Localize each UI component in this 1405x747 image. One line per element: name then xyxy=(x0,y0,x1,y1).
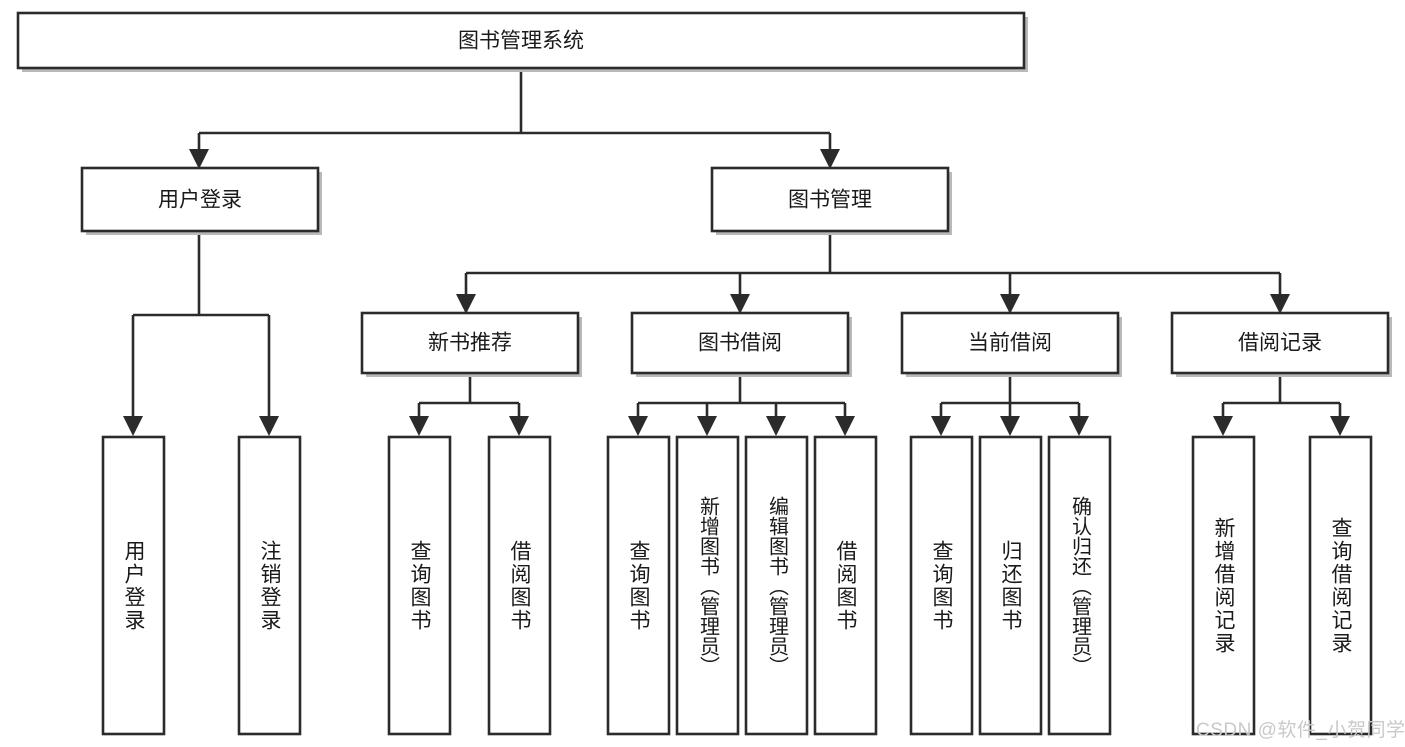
arrowhead-bookmgmt xyxy=(820,149,840,169)
leaf-label-wrap-book-borrow-3: 编辑图书（管理员） xyxy=(746,437,807,734)
current-borrow-box xyxy=(900,311,1120,375)
arrowhead-newbook xyxy=(456,294,476,314)
leaf-label-wrap-book-borrow-4: 借阅图书 xyxy=(815,437,876,734)
leaf-box-user-login-2[interactable] xyxy=(237,435,302,736)
leaf-box-new-book-1[interactable] xyxy=(387,435,452,736)
leaf-label-borrow-record-1: 新增借阅记录 xyxy=(1212,516,1235,655)
leaf-label-current-borrow-1: 查询图书 xyxy=(930,539,953,632)
arrowhead-leaf-user-login-1 xyxy=(123,416,143,436)
leaf-box-current-borrow-3[interactable] xyxy=(1047,435,1112,736)
node-book-borrow[interactable]: 图书借阅 xyxy=(630,311,852,377)
leaf-label-new-book-2: 借阅图书 xyxy=(508,539,531,632)
edge-layer xyxy=(123,70,1350,436)
node-book-management[interactable]: 图书管理 xyxy=(710,166,952,235)
arrowhead-leaf-bookborrow-1 xyxy=(628,416,648,436)
node-root[interactable]: 图书管理系统 xyxy=(16,11,1028,72)
arrowhead-leaf-currentborrow-2 xyxy=(1000,416,1020,436)
arrowhead-leaf-user-login-2 xyxy=(259,416,279,436)
root-box xyxy=(16,11,1026,70)
arrowhead-leaf-currentborrow-1 xyxy=(931,416,951,436)
arrowhead-leaf-borrowrecord-1 xyxy=(1213,416,1233,436)
leaf-label-wrap-user-login-1: 用户登录 xyxy=(103,437,164,734)
arrowhead-leaf-borrowrecord-2 xyxy=(1330,416,1350,436)
node-new-book-recommend[interactable]: 新书推荐 xyxy=(360,311,582,377)
arrowhead-leaf-bookborrow-3 xyxy=(766,416,786,436)
leaf-label-wrap-borrow-record-1: 新增借阅记录 xyxy=(1193,437,1254,734)
leaf-label-current-borrow-3: 确认归还（管理员） xyxy=(1068,495,1091,676)
leaf-label-wrap-current-borrow-1: 查询图书 xyxy=(911,437,972,734)
leaf-label-wrap-borrow-record-2: 查询借阅记录 xyxy=(1310,437,1371,734)
leaf-label-wrap-current-borrow-2: 归还图书 xyxy=(980,437,1041,734)
node-current-borrow[interactable]: 当前借阅 xyxy=(900,311,1122,377)
leaf-label-wrap-book-borrow-2: 新增图书（管理员） xyxy=(677,437,738,734)
leaf-box-user-login-1[interactable] xyxy=(101,435,166,736)
arrowhead-leaf-newbook-2 xyxy=(509,416,529,436)
leaf-label-wrap-book-borrow-1: 查询图书 xyxy=(608,437,669,734)
leaf-label-user-login-1: 用户登录 xyxy=(122,539,145,632)
arrowhead-userlogin xyxy=(189,149,209,169)
leaf-label-book-borrow-3: 编辑图书（管理员） xyxy=(765,495,788,676)
leaf-label-wrap-new-book-2: 借阅图书 xyxy=(489,437,550,734)
arrowhead-leaf-bookborrow-4 xyxy=(835,416,855,436)
arrowhead-leaf-bookborrow-2 xyxy=(697,416,717,436)
book-borrow-box xyxy=(630,311,850,375)
book-management-box xyxy=(710,166,950,233)
arrowhead-leaf-currentborrow-3 xyxy=(1069,416,1089,436)
new-book-recommend-box xyxy=(360,311,580,375)
leaf-box-book-borrow-2[interactable] xyxy=(675,435,740,736)
arrowhead-borrowrecord xyxy=(1270,294,1290,314)
leaf-label-current-borrow-2: 归还图书 xyxy=(999,539,1022,632)
borrow-record-label: 借阅记录 xyxy=(1238,332,1322,355)
arrowhead-bookborrow xyxy=(730,294,750,314)
leaf-box-current-borrow-2[interactable] xyxy=(978,435,1043,736)
leaf-label-wrap-user-login-2: 注销登录 xyxy=(239,437,300,734)
leaf-box-book-borrow-4[interactable] xyxy=(813,435,878,736)
book-management-label: 图书管理 xyxy=(788,189,872,212)
root-label: 图书管理系统 xyxy=(458,30,584,53)
arrowhead-leaf-newbook-1 xyxy=(409,416,429,436)
leaf-label-book-borrow-1: 查询图书 xyxy=(627,539,650,632)
arrowhead-currentborrow xyxy=(1000,294,1020,314)
current-borrow-label: 当前借阅 xyxy=(968,332,1052,355)
leaf-label-wrap-current-borrow-3: 确认归还（管理员） xyxy=(1049,437,1110,734)
leaf-label-wrap-new-book-1: 查询图书 xyxy=(389,437,450,734)
watermark: CSDN @软件_小贺同学 xyxy=(1196,719,1405,741)
leaf-box-book-borrow-3[interactable] xyxy=(744,435,809,736)
leaf-label-book-borrow-4: 借阅图书 xyxy=(834,539,857,632)
leaf-label-new-book-1: 查询图书 xyxy=(408,539,431,632)
borrow-record-box xyxy=(1170,311,1390,375)
leaf-box-layer xyxy=(101,435,1373,736)
node-user-login[interactable]: 用户登录 xyxy=(80,166,322,235)
leaf-box-current-borrow-1[interactable] xyxy=(909,435,974,736)
user-login-box xyxy=(80,166,320,233)
book-borrow-label: 图书借阅 xyxy=(698,332,782,355)
leaf-box-borrow-record-2[interactable] xyxy=(1308,435,1373,736)
new-book-recommend-label: 新书推荐 xyxy=(428,332,512,355)
leaf-label-borrow-record-2: 查询借阅记录 xyxy=(1329,516,1352,655)
leaf-label-book-borrow-2: 新增图书（管理员） xyxy=(696,495,719,676)
leaf-box-book-borrow-1[interactable] xyxy=(606,435,671,736)
user-login-label: 用户登录 xyxy=(158,189,242,212)
leaf-box-borrow-record-1[interactable] xyxy=(1191,435,1256,736)
leaf-box-new-book-2[interactable] xyxy=(487,435,552,736)
node-borrow-record[interactable]: 借阅记录 xyxy=(1170,311,1392,377)
leaf-label-user-login-2: 注销登录 xyxy=(258,539,281,632)
